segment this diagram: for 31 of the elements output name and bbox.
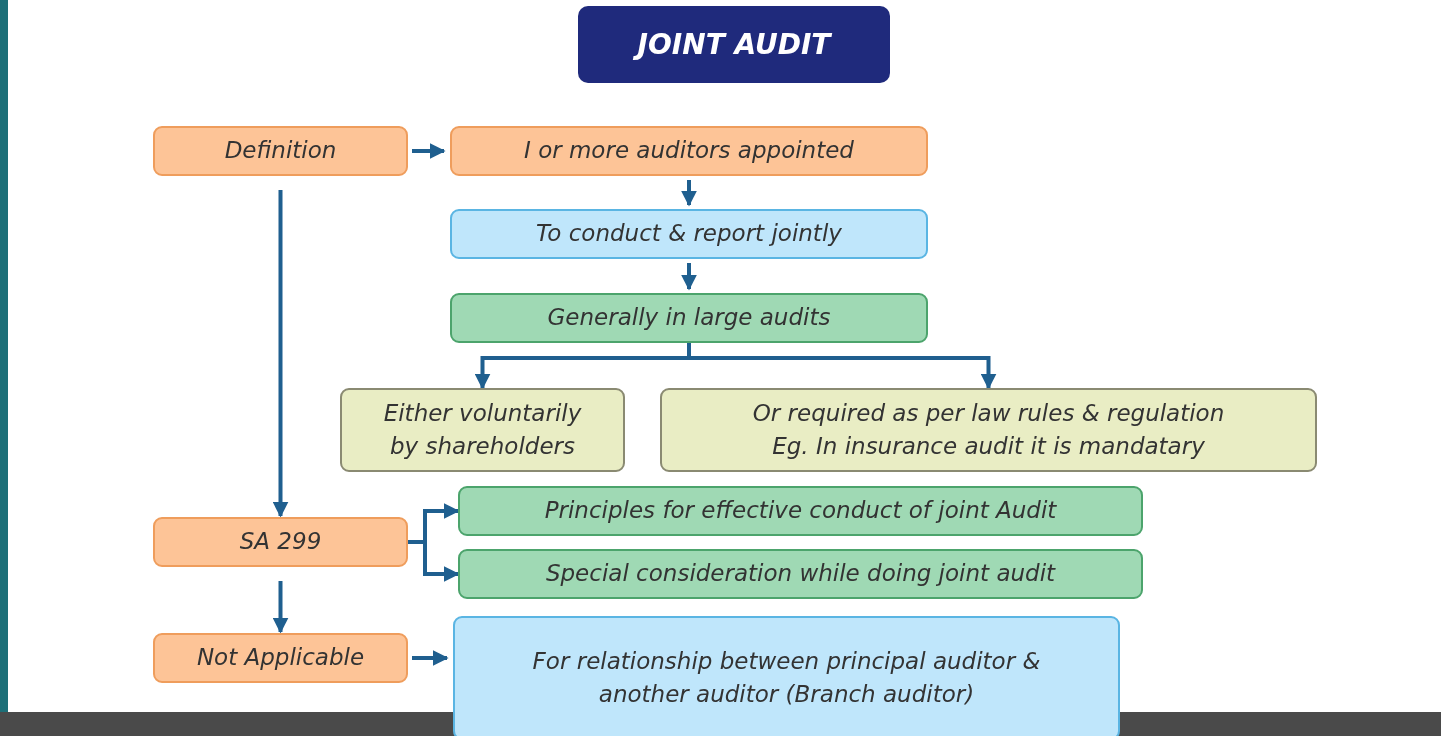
arrow (412, 650, 449, 666)
process-box (660, 388, 1317, 472)
process-box (153, 517, 408, 567)
arrow (272, 581, 289, 634)
process-box (458, 549, 1143, 599)
process-box (450, 209, 928, 259)
arrow (687, 343, 997, 390)
box-text: Principles for effective conduct of joint Audit (544, 496, 1057, 526)
arrow (412, 143, 446, 159)
box-text: To conduct & report jointly (536, 219, 842, 249)
process-box (153, 126, 408, 176)
box-text: Eg. In insurance audit it is mandatary (772, 432, 1205, 461)
process-box (340, 388, 625, 472)
box-text: Generally in large audits (547, 303, 831, 333)
arrow (681, 263, 697, 291)
arrow (272, 190, 289, 518)
box-text: Either voluntarily by shareholders (382, 398, 583, 461)
box-text: Special consideration while doing joint audit (545, 559, 1056, 589)
arrow (681, 180, 697, 207)
title-banner: JOINT AUDIT (578, 6, 890, 83)
process-box (458, 486, 1143, 536)
process-box (450, 126, 928, 176)
box-text: Or required as per law rules & regulation (752, 398, 1225, 428)
box-text: Not Applicable (196, 643, 365, 673)
process-box (450, 293, 928, 343)
box-text: SA 299 (239, 527, 322, 557)
process-box (453, 616, 1120, 736)
box-text: For relationship between principal auditor & another auditor (Branch auditor) (531, 646, 1042, 709)
box-text: Definition (224, 136, 337, 166)
process-box (153, 633, 408, 683)
box-text: I or more auditors appointed (524, 136, 854, 166)
